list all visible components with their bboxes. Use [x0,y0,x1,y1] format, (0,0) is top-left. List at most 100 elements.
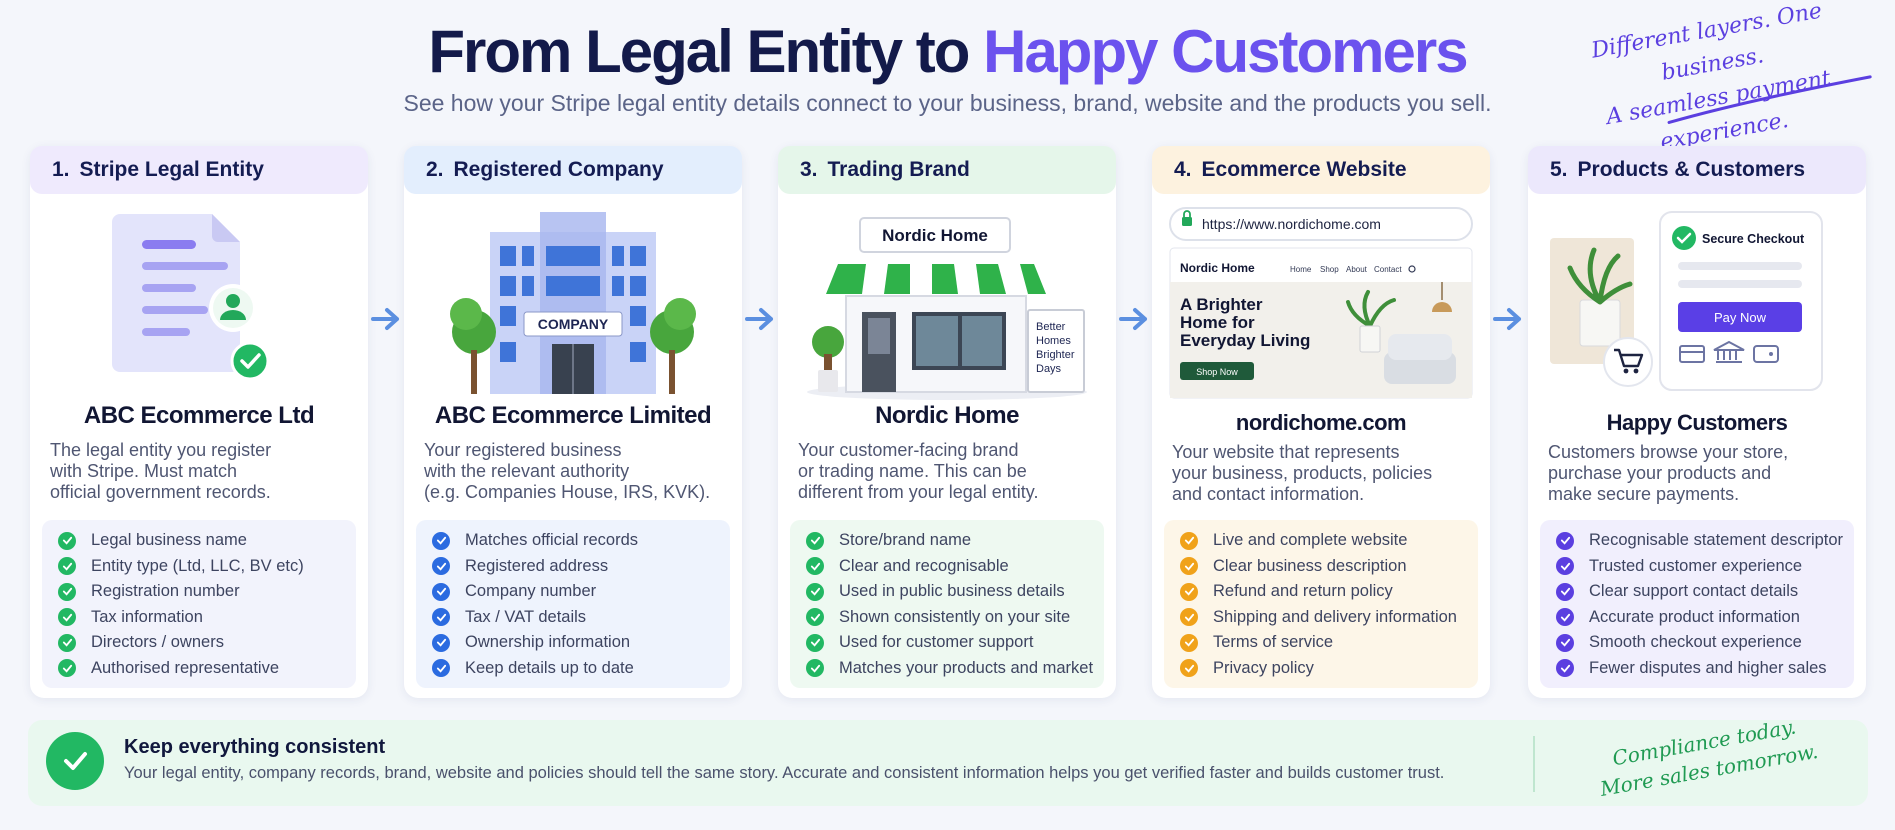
checklist-item: Clear and recognisable [806,554,1104,580]
check-icon [806,659,824,678]
card-trading-brand: 3. Trading Brand Nordic Home Better Home… [778,146,1116,698]
checklist-item: Matches official records [432,528,730,554]
hero-line: A Brighter [1180,295,1263,314]
legal-document-icon [112,214,270,381]
website-preview: https://www.nordichome.com Nordic Home H… [1169,207,1473,399]
store-board-line: Better [1036,321,1066,333]
description-line: or trading name. This can be [798,461,1027,481]
check-icon [58,582,76,601]
checklist-label: Entity type (Ltd, LLC, BV etc) [91,556,304,575]
arrow-right-icon [371,308,399,330]
hero-heading: A Brighter Home for Everyday Living [1180,295,1310,350]
store-board-line: Homes [1036,335,1071,347]
check-icon [1180,582,1198,601]
card-header: 5. Products & Customers [1528,146,1866,194]
card-registered-company: 2. Registered Company COMPANY [404,146,742,698]
site-nav-shop: Shop [1320,265,1339,274]
company-name: ABC Ecommerce Limited [434,402,712,429]
check-icon [1180,608,1198,627]
site-nav-contact: Contact [1374,265,1402,274]
description-line: with the relevant authority [424,461,630,481]
hero-line: Everyday Living [1180,331,1310,350]
checklist: Matches official records Registered addr… [416,520,730,688]
header-tagline: Different layers. One business. A seamle… [1541,0,1884,155]
bank-icon [1713,340,1745,363]
checklist-label: Company number [465,582,597,601]
checklist-label: Ownership information [465,633,631,652]
check-icon [432,557,450,576]
checklist-label: Matches official records [465,531,639,550]
checklist-label: Accurate product information [1589,607,1800,626]
checklist-item: Trusted customer experience [1556,554,1854,580]
card-title: Registered Company [453,158,664,181]
card-title: Stripe Legal Entity [79,158,264,181]
check-icon [1180,531,1198,550]
card-header: 2. Registered Company [404,146,742,194]
store-board-line: Days [1036,363,1062,375]
search-icon [1408,265,1416,273]
check-icon [432,659,450,678]
checklist-label: Recognisable statement descriptor [1589,531,1844,550]
description-line: (e.g. Companies House, IRS, KVK). [424,482,711,502]
checklist: Recognisable statement descriptor Truste… [1540,520,1854,688]
store-board-line: Brighter [1036,349,1075,361]
checklist-item: Tax information [58,605,356,631]
card-icon [1679,345,1705,363]
checklist-label: Refund and return policy [1213,582,1393,601]
description-line: Customers browse your store, [1548,442,1789,462]
checklist-item: Used for customer support [806,630,1104,656]
checklist-label: Directors / owners [91,633,224,652]
checkout-illustration: Secure Checkout Pay Now [1550,211,1823,391]
banner-divider [1533,736,1535,792]
storefront-icon: Nordic Home Better Homes Brighter Days [807,217,1087,400]
office-building-icon: COMPANY [450,212,696,394]
check-icon [1180,659,1198,678]
check-icon [1180,557,1198,576]
card-number: 3. [800,158,818,181]
checklist-label: Tax information [91,607,203,626]
footer-tagline: Compliance today. More sales tomorrow. [1564,704,1852,824]
description-line: Your registered business [424,440,622,460]
checklist-label: Registration number [91,582,240,601]
check-icon [432,633,450,652]
check-icon [806,582,824,601]
checklist-item: Legal business name [58,528,356,554]
checklist: Store/brand name Clear and recognisable … [790,520,1104,688]
banner-text: Your legal entity, company records, bran… [124,764,1445,782]
site-nav-home: Home [1290,265,1312,274]
card-title: Products & Customers [1577,158,1806,181]
checklist-label: Used for customer support [839,633,1034,652]
checklist-label: Keep details up to date [465,658,634,677]
banner-title: Keep everything consistent [124,736,386,758]
header: From Legal Entity to Happy Customers See… [0,18,1895,117]
checklist-item: Keep details up to date [432,656,730,682]
check-icon [806,608,824,627]
url-text: https://www.nordichome.com [1202,216,1381,232]
description-line: make secure payments. [1548,484,1740,504]
check-icon [58,659,76,678]
checklist: Legal business name Entity type (Ltd, LL… [42,520,356,688]
card-number: 1. [52,158,70,181]
building-sign: COMPANY [538,316,609,332]
check-icon [58,557,76,576]
checklist-label: Used in public business details [839,582,1065,601]
check-icon [432,608,450,627]
arrow-right-icon [1493,308,1521,330]
steps-row: 1. Stripe Legal Entity ABC Ecommerce Ltd… [30,146,1870,698]
checklist-item: Entity type (Ltd, LLC, BV etc) [58,554,356,580]
checklist-item: Directors / owners [58,630,356,656]
checklist-item: Matches your products and market [806,656,1104,682]
arrow-right-icon [1119,308,1147,330]
checklist-item: Shown consistently on your site [806,605,1104,631]
page-subtitle: See how your Stripe legal entity details… [403,90,1492,116]
pay-now-button: Pay Now [1714,310,1767,325]
check-icon [1556,633,1574,652]
checklist-item: Fewer disputes and higher sales [1556,656,1854,682]
shop-now-button: Shop Now [1196,367,1238,377]
card-description: Your customer-facing brand or trading na… [798,440,1098,503]
entity-name: ABC Ecommerce Ltd [83,402,315,429]
card-number: 5. [1550,158,1568,181]
checklist-label: Trusted customer experience [1589,556,1803,575]
card-description: Customers browse your store, purchase yo… [1548,442,1848,505]
checklist-item: Tax / VAT details [432,605,730,631]
